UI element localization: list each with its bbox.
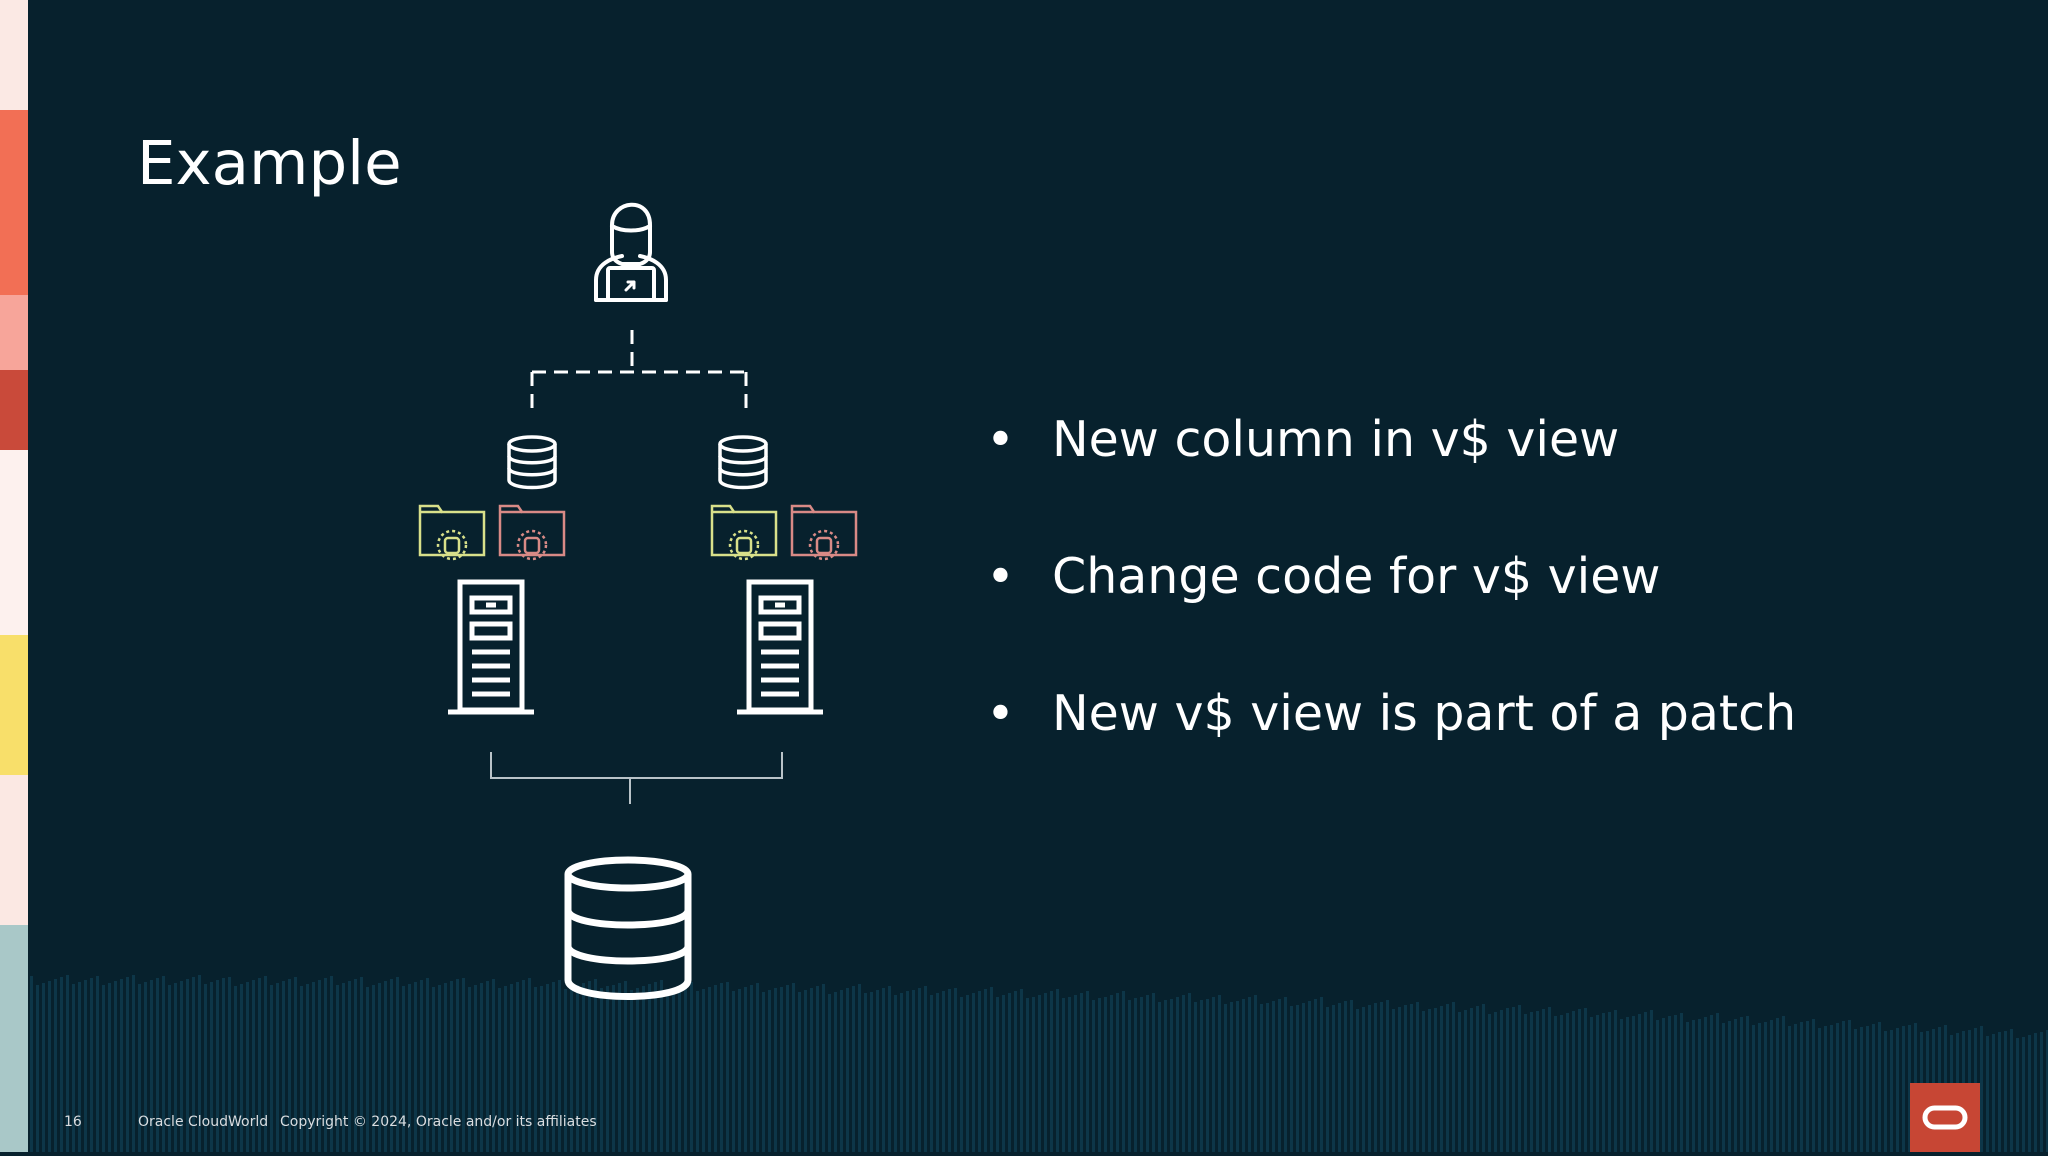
footer-copyright: Copyright © 2024, Oracle and/or its affi… bbox=[280, 1114, 597, 1130]
server-tower-icon bbox=[448, 579, 534, 715]
database-icon bbox=[564, 856, 692, 1000]
folder-database-icon bbox=[418, 504, 486, 561]
folder-database-icon bbox=[498, 504, 566, 561]
page-number: 16 bbox=[64, 1114, 82, 1130]
server-tower-icon bbox=[737, 579, 823, 715]
bullet-text: New column in v$ view bbox=[1052, 411, 1620, 468]
oracle-logo bbox=[1910, 1083, 1980, 1152]
folder-database-icon bbox=[710, 504, 778, 561]
database-icon bbox=[718, 435, 768, 490]
footer-event: Oracle CloudWorld bbox=[138, 1114, 269, 1130]
database-icon bbox=[507, 435, 557, 490]
bullet-text: Change code for v$ view bbox=[1052, 548, 1661, 605]
oracle-logo-mark bbox=[1922, 1105, 1968, 1130]
person-with-laptop-icon bbox=[594, 202, 668, 302]
bullet-marker: • bbox=[986, 411, 1015, 468]
decorative-accent-strip bbox=[0, 0, 28, 1152]
bullet-text: New v$ view is part of a patch bbox=[1052, 685, 1797, 742]
folder-database-icon bbox=[790, 504, 858, 561]
bullet-marker: • bbox=[986, 548, 1015, 605]
slide-title: Example bbox=[137, 128, 402, 199]
bullet-marker: • bbox=[986, 685, 1015, 742]
dashed-connector bbox=[530, 330, 748, 412]
bracket-connector bbox=[490, 752, 783, 804]
